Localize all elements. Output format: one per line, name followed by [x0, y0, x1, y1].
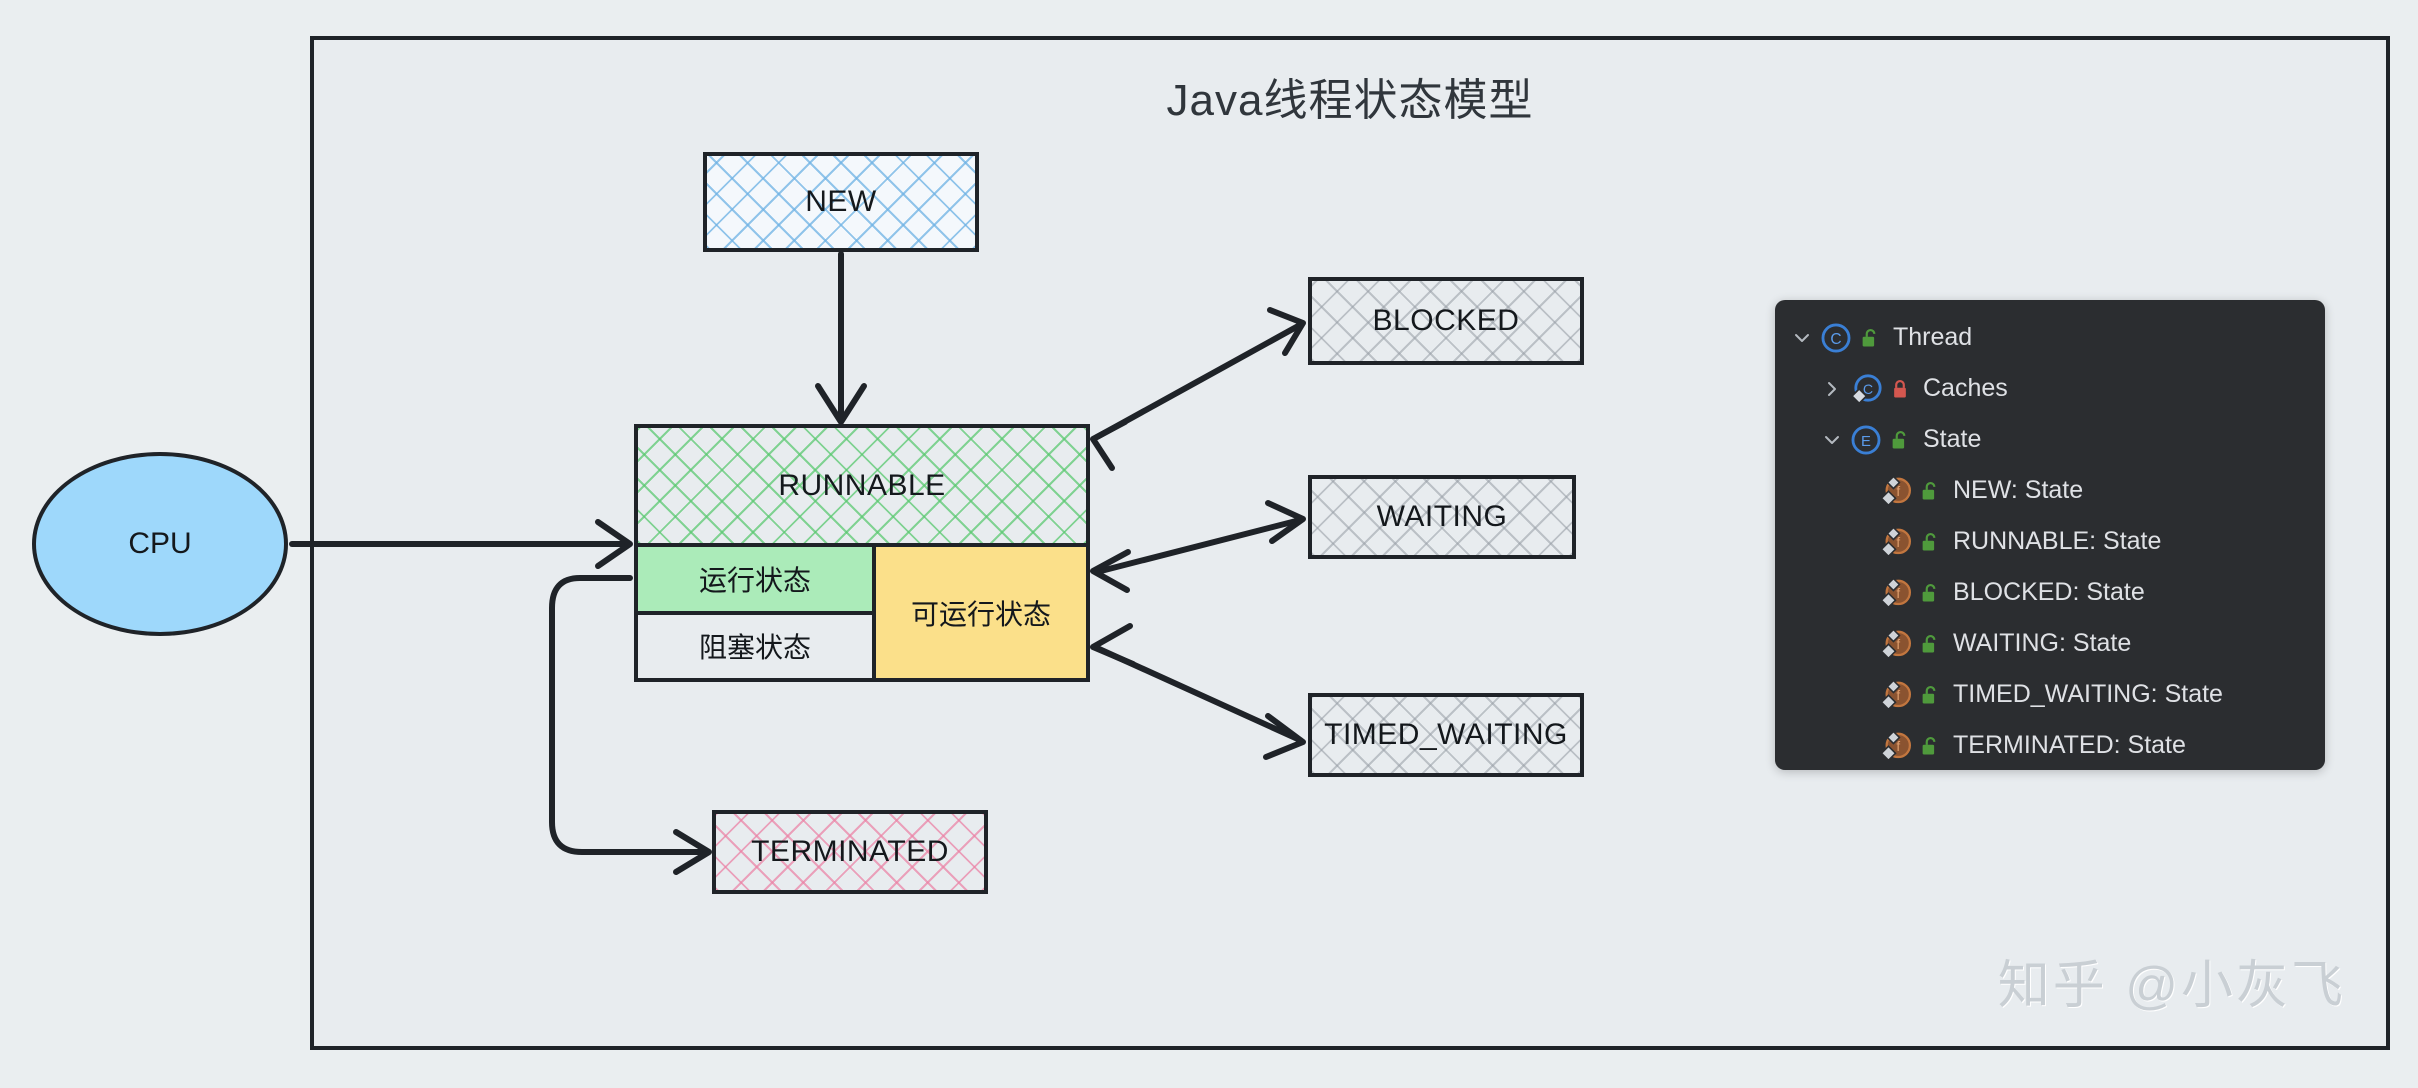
structure-tree-clipped-row	[1775, 744, 2325, 770]
enum-icon: E	[1849, 423, 1883, 457]
watermark: 知乎 @小灰飞	[1997, 957, 2346, 1015]
chevron-down-icon[interactable]	[1785, 328, 1819, 348]
node-blocked-substate-label: 阻塞状态	[698, 632, 811, 664]
structure-tree-row[interactable]: E State	[1775, 414, 2325, 465]
node-runnable-substate-label: 可运行状态	[910, 598, 1051, 630]
node-runnable-label: RUNNABLE	[778, 468, 946, 502]
lock-open-green-icon	[1917, 682, 1943, 708]
node-blocked[interactable]: BLOCKED	[1308, 277, 1584, 365]
svg-text:f: f	[1896, 637, 1900, 652]
structure-tree-row[interactable]: f BLOCKED: State	[1775, 567, 2325, 618]
structure-tree-row-label: Caches	[1923, 374, 2008, 402]
structure-tree-row-label: Thread	[1893, 323, 1973, 351]
svg-text:C: C	[1863, 381, 1873, 397]
lock-closed-red-icon	[1887, 376, 1913, 402]
node-terminated-label: TERMINATED	[751, 835, 949, 868]
structure-tree-row[interactable]: f TERMINATED: State	[1775, 720, 2325, 770]
node-running-substate[interactable]: 运行状态	[638, 547, 872, 615]
structure-tree-row-label: TERMINATED: State	[1953, 731, 2186, 759]
node-new[interactable]: NEW	[703, 152, 979, 252]
node-cpu[interactable]: CPU	[32, 452, 288, 636]
node-timed-waiting[interactable]: TIMED_WAITING	[1308, 693, 1584, 777]
enum-field-icon: f	[1879, 678, 1913, 712]
lock-open-green-icon	[1917, 580, 1943, 606]
runnable-left-column: 运行状态 阻塞状态	[638, 547, 876, 678]
node-running-substate-label: 运行状态	[698, 564, 811, 596]
structure-tree-row[interactable]: f NEW: State	[1775, 465, 2325, 516]
chevron-right-icon[interactable]	[1815, 379, 1849, 399]
lock-open-green-icon	[1917, 529, 1943, 555]
structure-tree-row[interactable]: f WAITING: State	[1775, 618, 2325, 669]
svg-text:f: f	[1896, 586, 1900, 601]
structure-tree-row[interactable]: C Caches	[1775, 363, 2325, 414]
enum-field-icon: f	[1879, 576, 1913, 610]
node-timed-waiting-label: TIMED_WAITING	[1324, 718, 1568, 751]
lock-open-green-icon	[1917, 631, 1943, 657]
svg-text:f: f	[1896, 484, 1900, 499]
page-title: Java线程状态模型	[1166, 76, 1534, 125]
node-runnable-substates: 运行状态 阻塞状态 可运行状态	[638, 547, 1086, 678]
enum-field-icon: f	[1879, 627, 1913, 661]
structure-tree-row-label: NEW: State	[1953, 476, 2084, 504]
enum-field-icon: f	[1879, 474, 1913, 508]
svg-text:f: f	[1896, 535, 1900, 550]
node-runnable-header: RUNNABLE	[638, 428, 1086, 547]
structure-tree-row-label: TIMED_WAITING: State	[1953, 680, 2223, 708]
node-terminated[interactable]: TERMINATED	[712, 810, 988, 894]
chevron-down-icon[interactable]	[1815, 430, 1849, 450]
structure-tree-row-label: State	[1923, 425, 1982, 453]
node-blocked-substate[interactable]: 阻塞状态	[638, 614, 872, 678]
enum-field-icon: f	[1879, 525, 1913, 559]
structure-tree-row-label: WAITING: State	[1953, 629, 2132, 657]
node-runnable-substate[interactable]: 可运行状态	[876, 547, 1086, 678]
node-cpu-label: CPU	[128, 527, 192, 560]
structure-tree-row-label: RUNNABLE: State	[1953, 527, 2162, 555]
svg-text:f: f	[1896, 739, 1900, 754]
node-waiting[interactable]: WAITING	[1308, 475, 1576, 559]
lock-open-green-icon	[1857, 325, 1883, 351]
node-waiting-label: WAITING	[1376, 500, 1508, 533]
class-icon: C	[1819, 321, 1853, 355]
node-blocked-label: BLOCKED	[1372, 304, 1520, 337]
enum-field-icon: f	[1879, 729, 1913, 763]
node-new-label: NEW	[805, 185, 877, 218]
svg-text:E: E	[1861, 433, 1871, 449]
lock-open-green-icon	[1887, 427, 1913, 453]
structure-tree-row[interactable]: f RUNNABLE: State	[1775, 516, 2325, 567]
svg-text:f: f	[1896, 688, 1900, 703]
structure-tree-row-label: BLOCKED: State	[1953, 578, 2145, 606]
structure-tree-row[interactable]: C Thread	[1775, 312, 2325, 363]
class-field-icon: C	[1849, 372, 1883, 406]
lock-open-green-icon	[1917, 733, 1943, 759]
lock-open-green-icon	[1917, 478, 1943, 504]
node-runnable[interactable]: RUNNABLE 运行状态 阻塞状态 可运行状态	[634, 424, 1090, 682]
svg-text:C: C	[1830, 331, 1841, 348]
structure-tree-row[interactable]: f TIMED_WAITING: State	[1775, 669, 2325, 720]
